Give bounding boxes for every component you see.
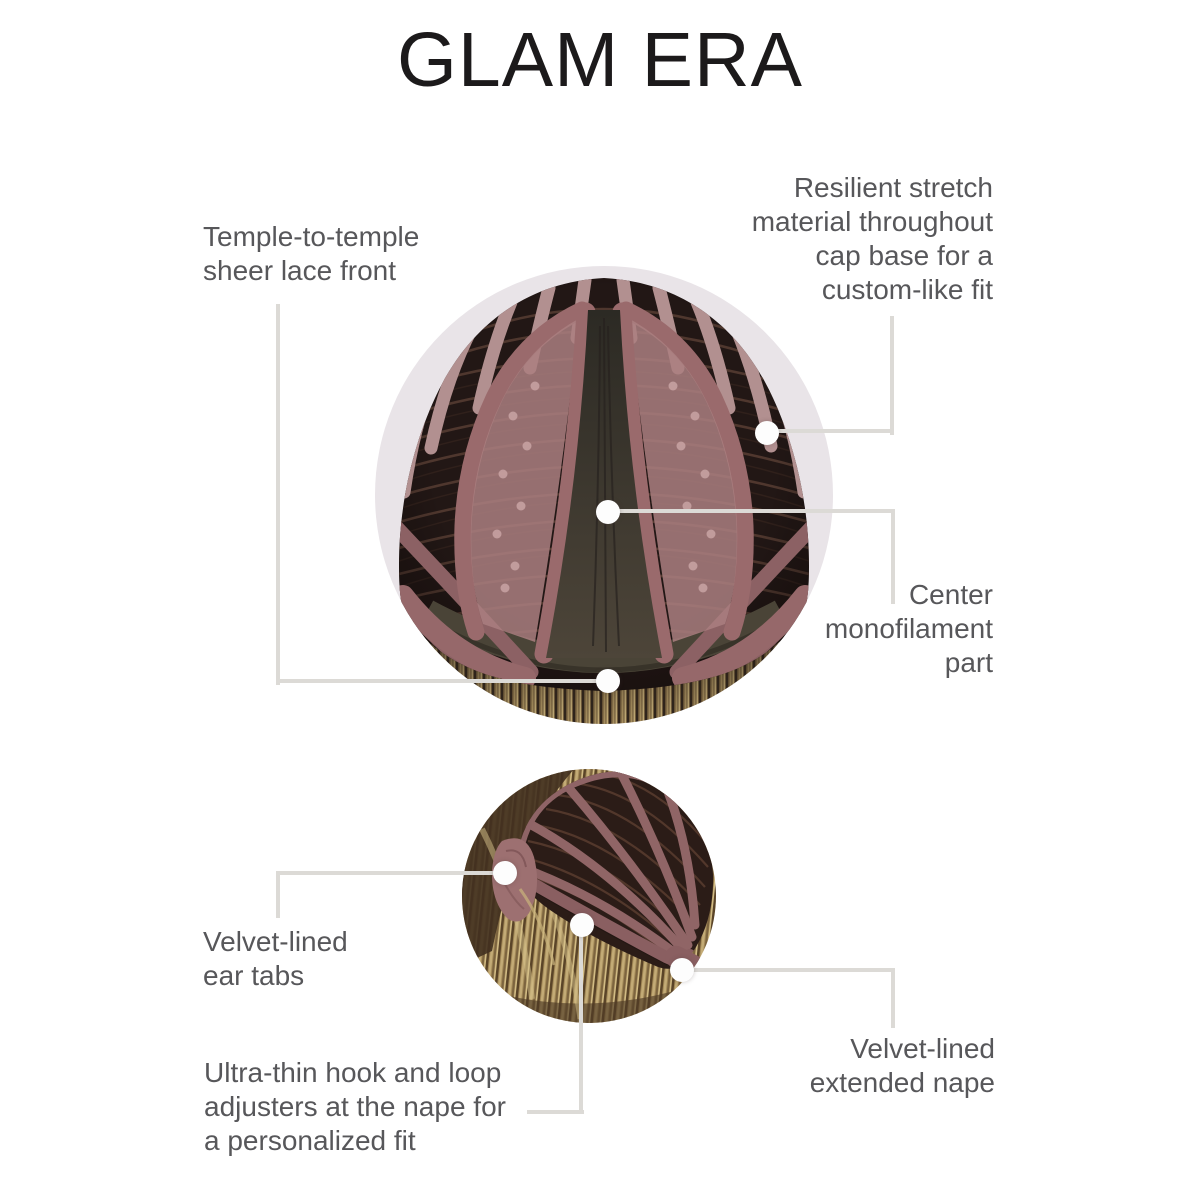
leader-line-adjusters-horizontal	[527, 1110, 584, 1114]
nape-fan-straps	[516, 771, 700, 962]
callout-dot-ear-tab	[493, 861, 517, 885]
leader-line-stretch-horizontal	[770, 429, 894, 433]
leader-line-ear-vertical	[276, 871, 280, 918]
cap-side-shell	[516, 771, 714, 969]
leader-line-lace-vertical	[276, 304, 280, 685]
cap-front-view-illustration	[375, 266, 833, 724]
cap-side-view-illustration	[462, 769, 716, 1023]
callout-label-monofilament-part: Center monofilament part	[824, 579, 993, 678]
monofilament-panel	[546, 310, 662, 658]
callout-label-lace-front: Temple-to-temple sheer lace front	[203, 221, 420, 286]
dark-hair-top	[462, 769, 574, 965]
callout-dot-monofilament-part	[596, 500, 620, 524]
leader-line-stretch-vertical	[890, 316, 894, 435]
callout-dot-extended-nape	[670, 958, 694, 982]
stretch-panel-right	[612, 301, 754, 664]
callout-label-nape-adjusters: Ultra-thin hook and loop adjusters at th…	[204, 1057, 506, 1156]
leader-line-lace-horizontal	[276, 679, 610, 683]
callout-label-extended-nape: Velvet-lined extended nape	[809, 1033, 995, 1098]
callout-label-ear-tabs: Velvet-lined ear tabs	[203, 926, 348, 991]
leader-line-extnape-horizontal	[688, 968, 895, 972]
callout-dot-nape-adjusters	[570, 913, 594, 937]
leader-line-adjusters-vertical	[579, 923, 583, 1114]
callout-dot-stretch-material	[755, 421, 779, 445]
cap-side-view-photo	[462, 769, 716, 1023]
leader-line-extnape-vertical	[891, 968, 895, 1028]
leader-line-mono-vertical	[891, 509, 895, 604]
callout-label-stretch-material: Resilient stretch material throughout ca…	[751, 172, 993, 305]
temple-bands	[399, 585, 809, 689]
leader-line-ear-horizontal	[276, 871, 507, 875]
stretch-panel-left	[454, 301, 596, 664]
callout-dot-lace-front	[596, 669, 620, 693]
page-title: GLAM ERA	[397, 17, 803, 103]
cap-front-view-photo	[375, 266, 833, 724]
hair-wisp	[518, 888, 556, 966]
leader-line-mono-horizontal	[612, 509, 895, 513]
